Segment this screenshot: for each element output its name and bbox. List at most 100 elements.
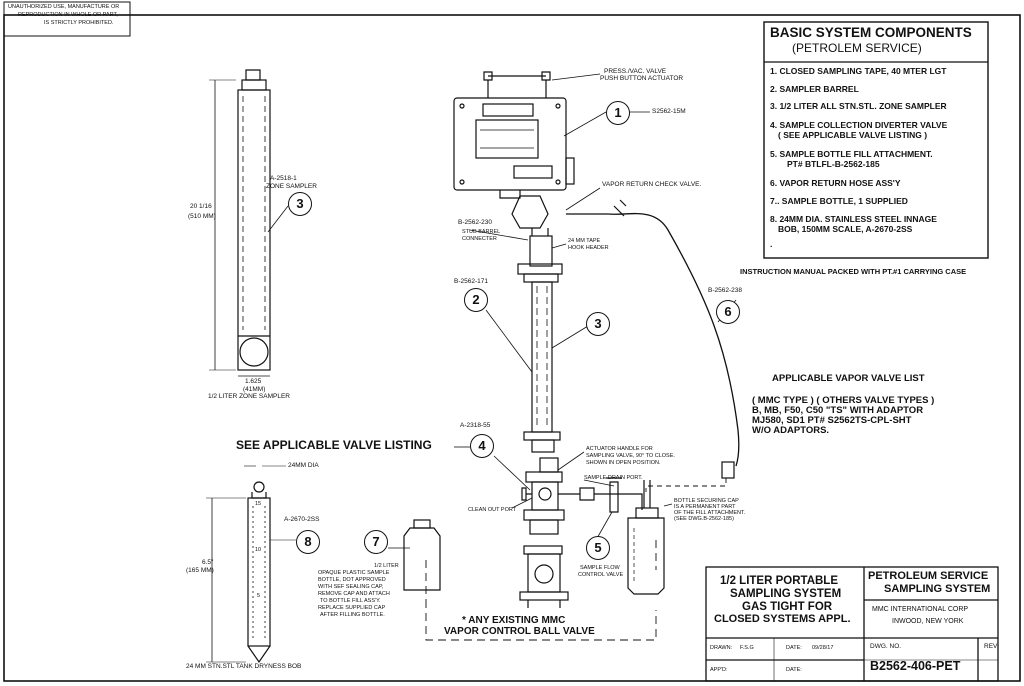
sample-flow-label: CONTROL VALVE	[578, 572, 624, 578]
valve-list-line: W/O ADAPTORS.	[752, 425, 830, 436]
bob-scale-mark: 15	[255, 501, 262, 507]
dryness-bob-drawing	[206, 465, 296, 664]
notice-line: REPRODUCTION IN WHOLE OR PART,	[18, 12, 118, 18]
stub-barrel-label: CONNECTER	[462, 236, 497, 242]
zone-width-label: 1.625	[245, 378, 262, 385]
zone-sampler-drawing	[209, 69, 289, 377]
component-item: 7.. SAMPLE BOTTLE, 1 SUPPLIED	[770, 196, 908, 206]
appd-label: APP'D:	[710, 667, 728, 673]
component-item: 1. CLOSED SAMPLING TAPE, 40 MTER LGT	[770, 66, 947, 76]
system-title: 1/2 LITER PORTABLE	[720, 575, 838, 587]
component-item: .	[770, 239, 773, 249]
notice-line: IS STRICTLY PROHIBITED.	[44, 20, 114, 26]
callout-7: 7	[364, 530, 388, 554]
component-item: 6. VAPOR RETURN HOSE ASS'Y	[770, 178, 901, 188]
see-valve-listing-label: SEE APPLICABLE VALVE LISTING	[236, 438, 432, 452]
part-number-label: A-2318-55	[460, 422, 491, 429]
existing-valve-label: * ANY EXISTING MMC	[462, 615, 566, 626]
valve-list-line: B, MB, F50, C50 "TS" WITH ADAPTOR	[752, 405, 924, 416]
bob-part-label: A-2670-2SS	[284, 516, 320, 523]
date-label: DATE:	[786, 645, 802, 651]
stub-barrel-label: STUB BARREL	[462, 229, 501, 235]
bottle-note: AFTER FILLING BOTTLE.	[320, 612, 385, 618]
part-number-label: B-2562-230	[458, 219, 492, 226]
tape-hook-label: 24 MM TAPE	[568, 238, 601, 244]
valve-list-line: ( MMC TYPE ) ( OTHERS VALVE TYPES )	[752, 395, 935, 406]
bob-height-label: (165 MM)	[186, 567, 214, 574]
drawn-value: F.S.G	[740, 645, 754, 651]
components-title: BASIC SYSTEM COMPONENTS	[770, 25, 972, 40]
bottle-note: WITH SEF SEALING CAP,	[318, 584, 384, 590]
dwg-label: DWG. NO.	[870, 643, 902, 650]
press-vac-label: PUSH BUTTON ACTUATOR	[600, 75, 684, 82]
company-title: PETROLEUM SERVICE	[868, 570, 989, 582]
bob-scale-mark: 5	[257, 593, 261, 599]
rev-label: REV	[984, 643, 998, 650]
component-item: 5. SAMPLE BOTTLE FILL ATTACHMENT.	[770, 149, 933, 159]
callout-3-zone: 3	[288, 192, 312, 216]
valve-list-title: APPLICABLE VAPOR VALVE LIST	[772, 373, 925, 384]
date-value: 09/28/17	[812, 645, 834, 651]
callout-6: 6	[716, 300, 740, 324]
zone-height-label: (510 MM)	[188, 213, 216, 220]
dwg-number: B2562-406-PET	[870, 659, 961, 673]
bob-height-label: 6.5"	[202, 559, 214, 566]
part-number-label: S2562-15M	[652, 108, 686, 115]
callout-5: 5	[586, 536, 610, 560]
callout-2: 2	[464, 288, 488, 312]
component-item: BOB, 150MM SCALE, A-2670-2SS	[778, 224, 913, 234]
bottle-note: BOTTLE, DOT APPROVED	[318, 577, 386, 583]
part-number-label: B-2562-238	[708, 287, 742, 294]
zone-width-label: (41MM)	[243, 386, 266, 393]
tape-hook-label: HOOK HEADER	[568, 245, 609, 251]
part-number-label: B-2562-171	[454, 278, 488, 285]
vapor-return-label: VAPOR RETURN CHECK VALVE.	[602, 181, 702, 188]
callout-4: 4	[470, 434, 494, 458]
instruction-note: INSTRUCTION MANUAL PACKED WITH PT.#1 CAR…	[740, 267, 967, 276]
existing-valve-label: VAPOR CONTROL BALL VALVE	[444, 626, 595, 637]
press-vac-label: PRESS./VAC. VALVE	[604, 68, 667, 75]
components-subtitle: (PETROLEM SERVICE)	[792, 41, 922, 55]
component-item: 3. 1/2 LITER ALL STN.STL. ZONE SAMPLER	[770, 101, 947, 111]
callout-8: 8	[296, 530, 320, 554]
zone-part-label: A-2518-1	[270, 175, 297, 182]
component-item: ( SEE APPLICABLE VALVE LISTING )	[778, 130, 928, 140]
component-item: PT# BTLFL-B-2562-185	[787, 159, 880, 169]
actuator-label: ACTUATOR HANDLE FOR	[586, 446, 653, 452]
corp-location: INWOOD, NEW YORK	[892, 618, 964, 625]
bob-dia-label: 24MM DIA	[288, 462, 319, 469]
bottle-note: REPLACE SUPPLIED CAP	[318, 605, 386, 611]
bob-scale-mark: 10	[255, 547, 262, 553]
drawn-label: DRAWN:	[710, 645, 733, 651]
corp-name: MMC INTERNATIONAL CORP	[872, 606, 969, 613]
component-item: 2. SAMPLER BARREL	[770, 84, 859, 94]
callout-1: 1	[606, 101, 630, 125]
bottle-cap-label: BOTTLE SECURING CAP	[674, 498, 739, 504]
actuator-label: SHOWN IN OPEN POSITION.	[586, 460, 661, 466]
bob-caption: 24 MM STN.STL TANK DRYNESS BOB	[186, 663, 302, 670]
callout-3: 3	[586, 312, 610, 336]
bottle-note: TO BOTTLE FILL ASS'Y.	[320, 598, 381, 604]
component-item: 4. SAMPLE COLLECTION DIVERTER VALVE	[770, 120, 948, 130]
bottle-note: 1/2 LITER	[374, 563, 399, 569]
bottle-cap-label: (SEE DWG.B-2562-185)	[674, 516, 734, 522]
bottle-note: OPAQUE PLASTIC SAMPLE	[318, 570, 390, 576]
clean-out-label: CLEAN OUT PORT	[468, 507, 517, 513]
system-title: GAS TIGHT FOR	[742, 601, 833, 613]
sample-drain-label: SAMPLE DRAIN PORT.	[584, 475, 643, 481]
sampling-assembly-drawing	[403, 71, 740, 641]
system-title: SAMPLING SYSTEM	[730, 588, 842, 600]
valve-list-line: MJ580, SD1 PT# S2562TS-CPL-SHT	[752, 415, 912, 426]
bottle-note: REMOVE CAP AND ATTACH	[318, 591, 390, 597]
zone-part-label: ZONE SAMPLER	[266, 183, 317, 190]
leader-lines	[388, 73, 737, 549]
zone-caption: 1/2 LITER ZONE SAMPLER	[208, 393, 290, 400]
notice-line: UNAUTHORIZED USE, MANUFACTURE OR	[8, 4, 120, 10]
bottle-cap-label: OF THE FILL ATTACHMENT.	[674, 510, 746, 516]
date2-label: DATE:	[786, 667, 802, 673]
system-title: CLOSED SYSTEMS APPL.	[714, 613, 851, 625]
zone-height-label: 20 1/16	[190, 203, 212, 210]
company-title: SAMPLING SYSTEM	[884, 583, 991, 595]
component-item: 8. 24MM DIA. STAINLESS STEEL INNAGE	[770, 214, 937, 224]
